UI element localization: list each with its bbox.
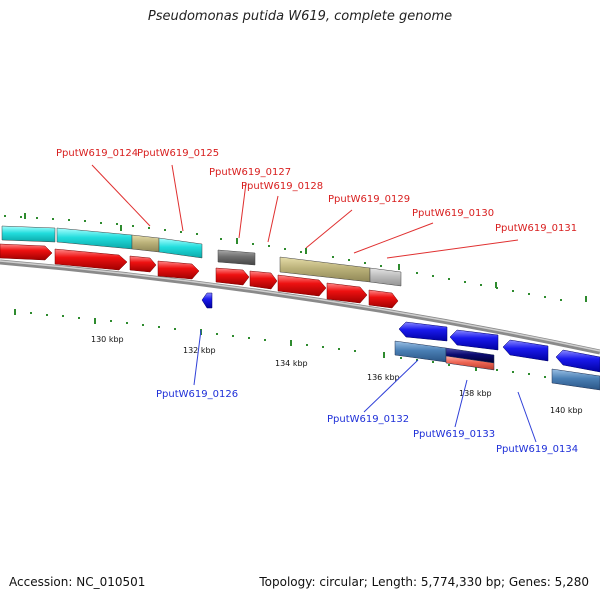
feature-cyan-block[interactable]	[158, 237, 203, 259]
feature-steelblue-block[interactable]	[394, 340, 447, 363]
gene-label-0133[interactable]: PputW619_0133	[413, 429, 495, 440]
feature-gray-block[interactable]	[217, 249, 256, 266]
genome-backbone	[0, 259, 600, 355]
forward-cds-arrow[interactable]	[277, 274, 327, 297]
forward-cds-track	[0, 243, 399, 309]
scale-labels: 130 kbp 132 kbp 134 kbp 136 kbp 138 kbp …	[91, 335, 583, 415]
gene-label-0126[interactable]: PputW619_0126	[156, 389, 238, 400]
accession-text: Accession: NC_010501	[9, 575, 146, 589]
reverse-tick-row	[14, 309, 568, 383]
scale-label-136-kbp: 136 kbp	[367, 373, 400, 382]
feature-steelblue-block[interactable]	[551, 368, 600, 391]
scale-label-138-kbp: 138 kbp	[459, 389, 492, 398]
figure-title: Pseudomonas putida W619, complete genome	[147, 9, 453, 24]
feature-cyan-block[interactable]	[56, 227, 133, 250]
feature-khaki-block[interactable]	[131, 234, 160, 253]
forward-cds-arrow[interactable]	[368, 289, 399, 309]
reverse-gene-labels: PputW619_0126 PputW619_0132 PputW619_013…	[156, 389, 578, 455]
forward-tick-row	[4, 213, 587, 302]
gene-label-0132[interactable]: PputW619_0132	[327, 414, 409, 425]
forward-cds-arrow[interactable]	[54, 248, 128, 271]
gene-label-0129[interactable]: PputW619_0129	[328, 194, 410, 205]
reverse-cds-arrow[interactable]	[398, 321, 448, 342]
scale-label-132-kbp: 132 kbp	[183, 346, 216, 355]
forward-cds-arrow[interactable]	[0, 243, 53, 261]
forward-cds-arrow[interactable]	[157, 260, 200, 280]
scale-label-130-kbp: 130 kbp	[91, 335, 124, 344]
reverse-cds-arrow[interactable]	[201, 292, 213, 309]
feature-cyan-block[interactable]	[1, 225, 56, 243]
forward-gene-labels: PputW619_0124 PputW619_0125 PputW619_012…	[56, 148, 577, 234]
feature-lightgray-block[interactable]	[369, 267, 402, 287]
gene-label-0128[interactable]: PputW619_0128	[241, 181, 323, 192]
forward-cds-arrow[interactable]	[215, 267, 250, 286]
forward-gene-callouts	[91, 164, 519, 259]
scale-label-140-kbp: 140 kbp	[550, 406, 583, 415]
reverse-gene-callouts	[193, 329, 537, 443]
forward-cds-arrow[interactable]	[249, 270, 278, 290]
genome-summary-text: Topology: circular; Length: 5,774,330 bp…	[259, 575, 589, 589]
reverse-cds-arrow[interactable]	[449, 329, 499, 351]
scale-label-134-kbp: 134 kbp	[275, 359, 308, 368]
forward-cds-arrow[interactable]	[129, 255, 157, 273]
gene-label-0127[interactable]: PputW619_0127	[209, 167, 291, 178]
feature-salmon-block[interactable]	[445, 355, 495, 371]
reverse-cds-track	[201, 292, 600, 373]
reverse-cds-arrow[interactable]	[502, 339, 549, 362]
gene-label-0134[interactable]: PputW619_0134	[496, 444, 578, 455]
reverse-feature-track	[394, 340, 600, 391]
gene-label-0125[interactable]: PputW619_0125	[137, 148, 219, 159]
forward-feature-track	[1, 225, 402, 287]
forward-cds-arrow[interactable]	[326, 282, 368, 304]
gene-label-0130[interactable]: PputW619_0130	[412, 208, 494, 219]
gene-label-0131[interactable]: PputW619_0131	[495, 223, 577, 234]
reverse-cds-arrow[interactable]	[555, 349, 600, 373]
gene-label-0124[interactable]: PputW619_0124	[56, 148, 138, 159]
